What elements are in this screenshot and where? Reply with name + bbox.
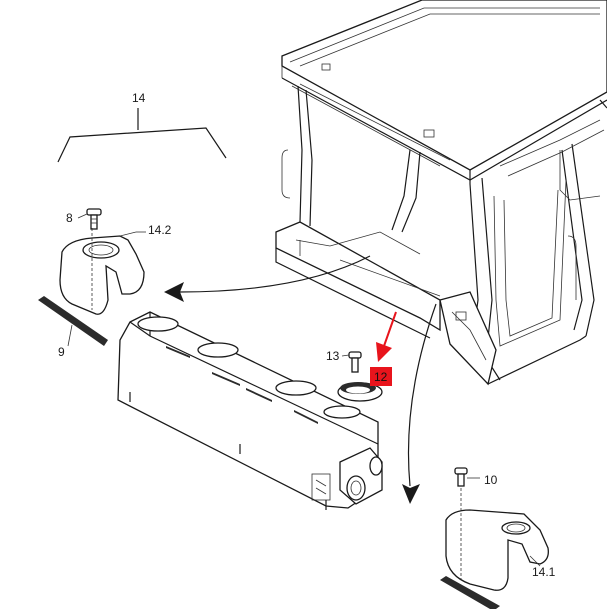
arrow-down bbox=[402, 303, 437, 504]
callout-13: 13 bbox=[326, 349, 340, 363]
cover-14-1: 14.1 bbox=[445, 488, 556, 591]
ring-12 bbox=[337, 382, 383, 402]
screw-13: 13 bbox=[326, 349, 362, 373]
red-arrow-icon bbox=[376, 311, 397, 362]
cover-14-2: 14.2 bbox=[59, 223, 172, 315]
callout-12-badge: 12 bbox=[370, 367, 392, 386]
callout-10: 10 bbox=[484, 473, 498, 487]
callout-14-2: 14.2 bbox=[148, 223, 172, 237]
screw-10: 10 bbox=[454, 467, 498, 487]
callout-8: 8 bbox=[66, 211, 73, 225]
strip-bottom bbox=[440, 576, 500, 609]
callout-14: 14 bbox=[132, 91, 146, 105]
leader-line bbox=[339, 259, 441, 297]
main-housing bbox=[117, 311, 383, 510]
strip-9: 9 bbox=[38, 296, 108, 359]
callout-9: 9 bbox=[58, 345, 65, 359]
screw-8: 8 bbox=[66, 208, 102, 230]
callout-14-1: 14.1 bbox=[532, 565, 556, 579]
callout-12: 12 bbox=[374, 370, 388, 384]
callout-14-group: 14 bbox=[57, 91, 227, 163]
cab-frame bbox=[275, 0, 607, 386]
